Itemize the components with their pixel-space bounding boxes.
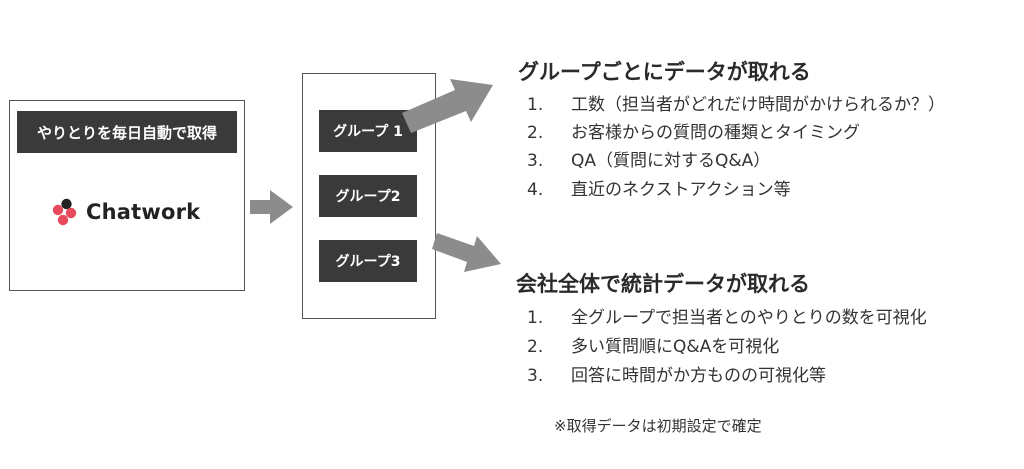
chatwork-logo-icon xyxy=(52,198,77,226)
source-title: やりとりを毎日自動で取得 xyxy=(17,111,237,153)
list-item-number: 4. xyxy=(527,180,544,200)
group-3-label: グループ3 xyxy=(319,240,417,282)
logo-dot-top xyxy=(61,198,72,210)
list-item-text: QA（質問に対するQ&A） xyxy=(571,151,771,171)
arrow-right-icon xyxy=(250,190,293,224)
chatwork-logo-name: Chatwork xyxy=(86,200,201,224)
list-item: 3. QA（質問に対するQ&A） xyxy=(527,146,770,171)
chatwork-logo: Chatwork xyxy=(50,198,200,226)
list-item-number: 1. xyxy=(527,95,544,115)
arrow-down-right-icon xyxy=(432,233,501,272)
arrow-up-right-icon xyxy=(402,79,493,133)
list-item-text: 全グループで担当者とのやりとりの数を可視化 xyxy=(571,308,927,328)
list-item-text: 多い質問順にQ&Aを可視化 xyxy=(571,337,780,357)
list-item: 2. 多い質問順にQ&Aを可視化 xyxy=(527,332,779,357)
list-item-number: 3. xyxy=(527,366,544,386)
logo-dot-right xyxy=(65,207,77,219)
list-item: 1. 工数（担当者がどれだけ時間がかけられるか？） xyxy=(527,90,945,115)
section-2-heading: 会社全体で統計データが取れる xyxy=(516,272,810,296)
list-item-number: 2. xyxy=(527,123,544,143)
list-item: 3. 回答に時間がか方ものの可視化等 xyxy=(527,361,826,386)
list-item-text: お客様からの質問の種類とタイミング xyxy=(571,123,860,143)
group-2-label: グループ2 xyxy=(319,175,417,217)
list-item-number: 2. xyxy=(527,337,544,357)
list-item: 2. お客様からの質問の種類とタイミング xyxy=(527,118,860,143)
footnote: ※取得データは初期設定で確定 xyxy=(554,417,762,435)
list-item-text: 回答に時間がか方ものの可視化等 xyxy=(571,366,826,386)
list-item-number: 3. xyxy=(527,151,544,171)
group-1-label: グループ 1 xyxy=(319,110,417,152)
list-item: 4. 直近のネクストアクション等 xyxy=(527,175,791,200)
list-item: 1. 全グループで担当者とのやりとりの数を可視化 xyxy=(527,303,927,328)
logo-dot-left xyxy=(52,204,64,216)
section-1-heading: グループごとにデータが取れる xyxy=(518,60,811,84)
list-item-text: 直近のネクストアクション等 xyxy=(571,180,791,200)
list-item-text: 工数（担当者がどれだけ時間がかけられるか？） xyxy=(571,95,945,115)
list-item-number: 1. xyxy=(527,308,544,328)
logo-dot-bottom xyxy=(57,214,69,226)
